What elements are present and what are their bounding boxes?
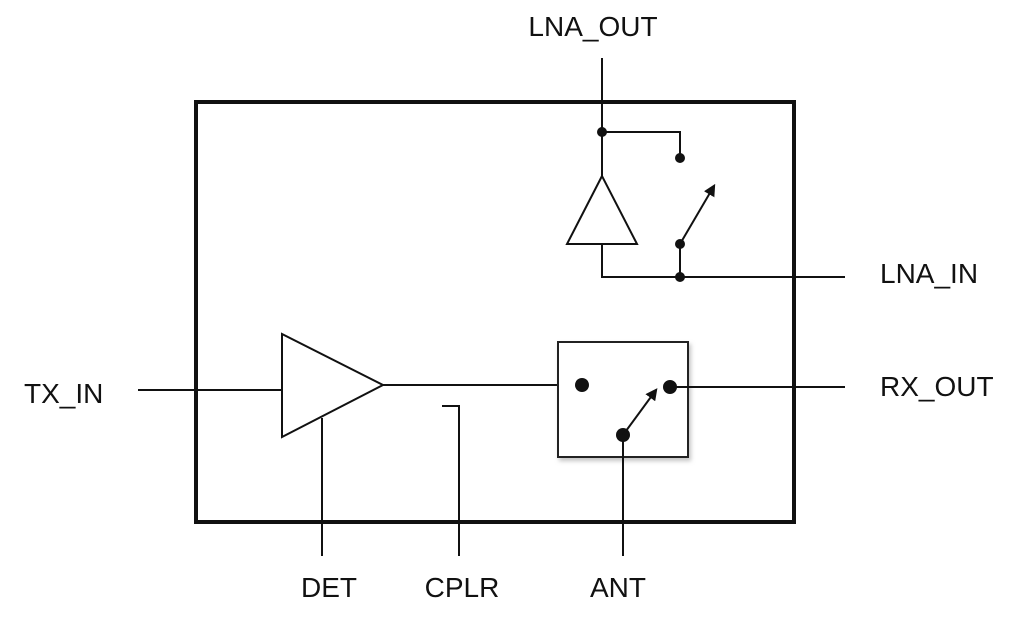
lna-bypass-upper-contact-dot [675,153,685,163]
antenna-switch-arm [622,388,658,436]
tx-in-label: TX_IN [24,378,103,409]
ant-label: ANT [590,572,646,603]
lna-out-label: LNA_OUT [528,11,657,42]
lna-input-wire [601,244,845,278]
antenna-switch-tx-contact-dot [575,378,589,392]
lna-bypass-switch-arm [679,183,716,245]
lna-in-junction-dot [675,272,685,282]
chip-body [194,100,796,524]
cplr-label: CPLR [425,572,500,603]
lna-in-label: LNA_IN [880,258,978,289]
lna-bypass-upper-wire [602,131,681,158]
rx-out-label: RX_OUT [880,371,994,402]
pa-amplifier-icon [281,332,386,439]
cplr-wire [442,405,460,556]
det-label: DET [301,572,357,603]
